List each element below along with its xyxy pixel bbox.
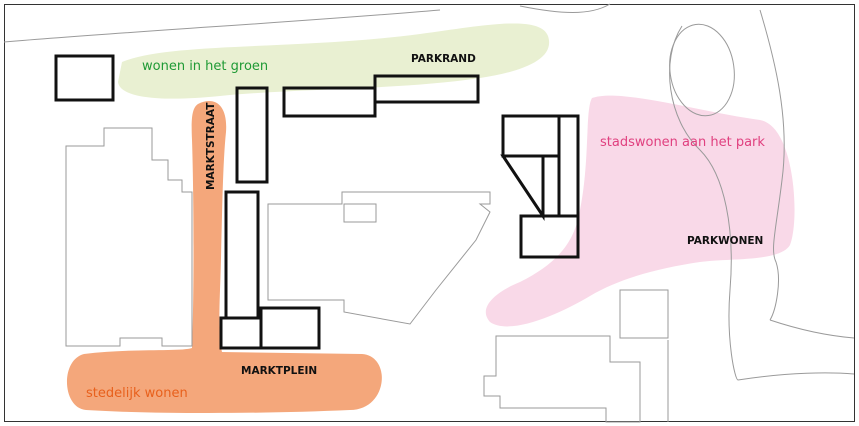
zone-pink-area bbox=[485, 95, 795, 327]
building-parkwonen-tower bbox=[557, 114, 580, 218]
place-label-marktstraat: MARKTSTRAAT bbox=[205, 102, 217, 190]
road-right-2 bbox=[737, 372, 855, 381]
building-northwest bbox=[54, 54, 115, 102]
road-top-right bbox=[519, 3, 611, 13]
place-label-parkrand: PARKRAND bbox=[411, 53, 476, 65]
park-path-right bbox=[759, 9, 785, 321]
context-building-centre bbox=[267, 191, 491, 325]
building-parkrand-short bbox=[282, 86, 377, 118]
zone-green-area bbox=[118, 23, 550, 99]
building-marktplein-left bbox=[219, 316, 263, 350]
road-top bbox=[3, 9, 441, 43]
building-marktstraat-north bbox=[235, 86, 269, 184]
building-marktplein-right bbox=[259, 306, 321, 350]
zone-orange-area bbox=[66, 101, 382, 413]
park-pond bbox=[669, 23, 735, 117]
context-lines bbox=[3, 3, 855, 423]
zone-label-green: wonen in het groen bbox=[142, 59, 268, 74]
place-label-parkwonen: PARKWONEN bbox=[687, 235, 763, 247]
context-building-south bbox=[483, 335, 641, 423]
zone-label-orange: stedelijk wonen bbox=[86, 386, 188, 401]
context-building-centre-notch bbox=[343, 203, 377, 223]
map-frame bbox=[4, 4, 855, 422]
park-path-left bbox=[669, 25, 739, 381]
place-label-marktplein: MARKTPLEIN bbox=[241, 365, 317, 377]
context-building-west bbox=[65, 127, 193, 347]
proposed-buildings bbox=[54, 54, 580, 350]
road-right bbox=[769, 319, 855, 339]
building-parkwonen-wedge bbox=[500, 154, 545, 221]
zone-label-pink: stadswonen aan het park bbox=[600, 135, 765, 150]
building-parkwonen-bottom bbox=[519, 214, 580, 259]
context-block-square bbox=[619, 289, 669, 339]
building-parkwonen-top bbox=[501, 114, 561, 158]
building-marktstraat-south bbox=[224, 190, 260, 320]
